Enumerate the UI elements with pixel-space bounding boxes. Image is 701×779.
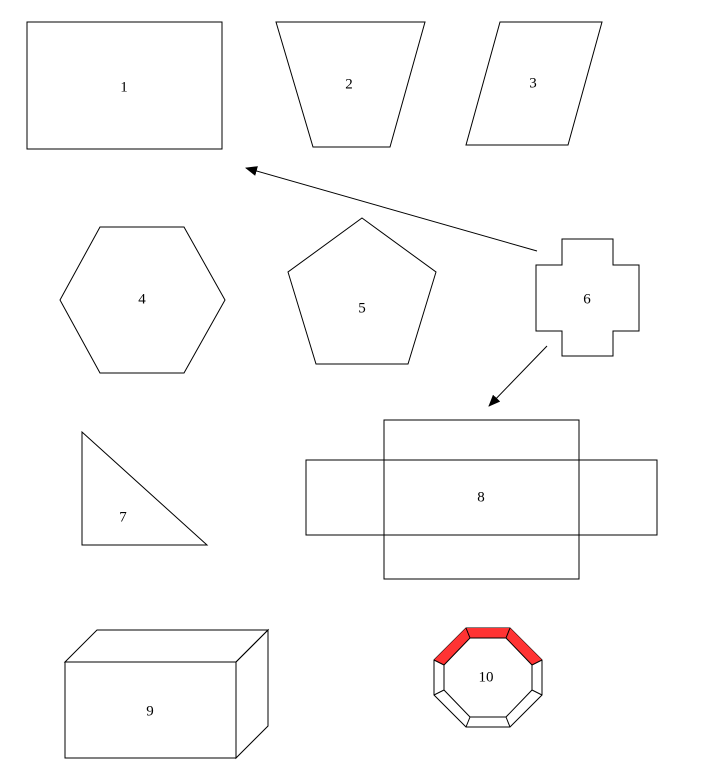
shape-box-net-8[interactable]: 8	[305, 419, 658, 580]
shape-rectangle-1[interactable]: 1	[26, 21, 223, 150]
octagon-bevel-line	[433, 689, 445, 696]
shape-10-label: 10	[479, 669, 494, 685]
octagon-bevel-line	[505, 716, 511, 728]
shape-trapezoid-2[interactable]: 2	[275, 21, 426, 148]
octagon-bevel-line	[433, 659, 445, 666]
shape-hexagon-4[interactable]: 4	[59, 226, 226, 374]
octagon-bevel-line	[465, 716, 471, 728]
octagon-bevel-line	[505, 627, 511, 639]
octagon-bevel-line	[531, 689, 543, 696]
cuboid-top-face	[63, 629, 270, 663]
connector-arrow-6-to-8[interactable]	[488, 345, 548, 407]
cuboid-front-face	[64, 661, 237, 759]
shape-4-label: 4	[138, 291, 146, 307]
shape-1-label: 1	[120, 79, 128, 95]
shape-6-label: 6	[583, 291, 591, 307]
shape-9-label: 9	[146, 703, 154, 719]
shape-triangle-7[interactable]: 7	[81, 430, 209, 546]
shape-parallelogram-3[interactable]: 3	[465, 21, 603, 146]
connector-arrow-6-to-1[interactable]	[245, 166, 538, 252]
shape-cuboid-9[interactable]: 9	[63, 628, 270, 760]
shape-octagon-10[interactable]: 10	[433, 627, 543, 728]
shape-3-label: 3	[529, 75, 537, 91]
shape-pentagon-5[interactable]: 5	[287, 217, 437, 365]
shape-5-label: 5	[358, 300, 366, 316]
shape-7-label: 7	[119, 509, 127, 525]
shape-8-label: 8	[477, 489, 485, 505]
octagon-bevel-line	[531, 659, 543, 666]
cuboid-side-face	[235, 628, 269, 760]
octagon-bevel-top	[434, 628, 542, 665]
shape-2-label: 2	[345, 76, 353, 92]
shape-cross-6[interactable]: 6	[535, 238, 640, 357]
octagon-bevel-line	[465, 627, 471, 639]
